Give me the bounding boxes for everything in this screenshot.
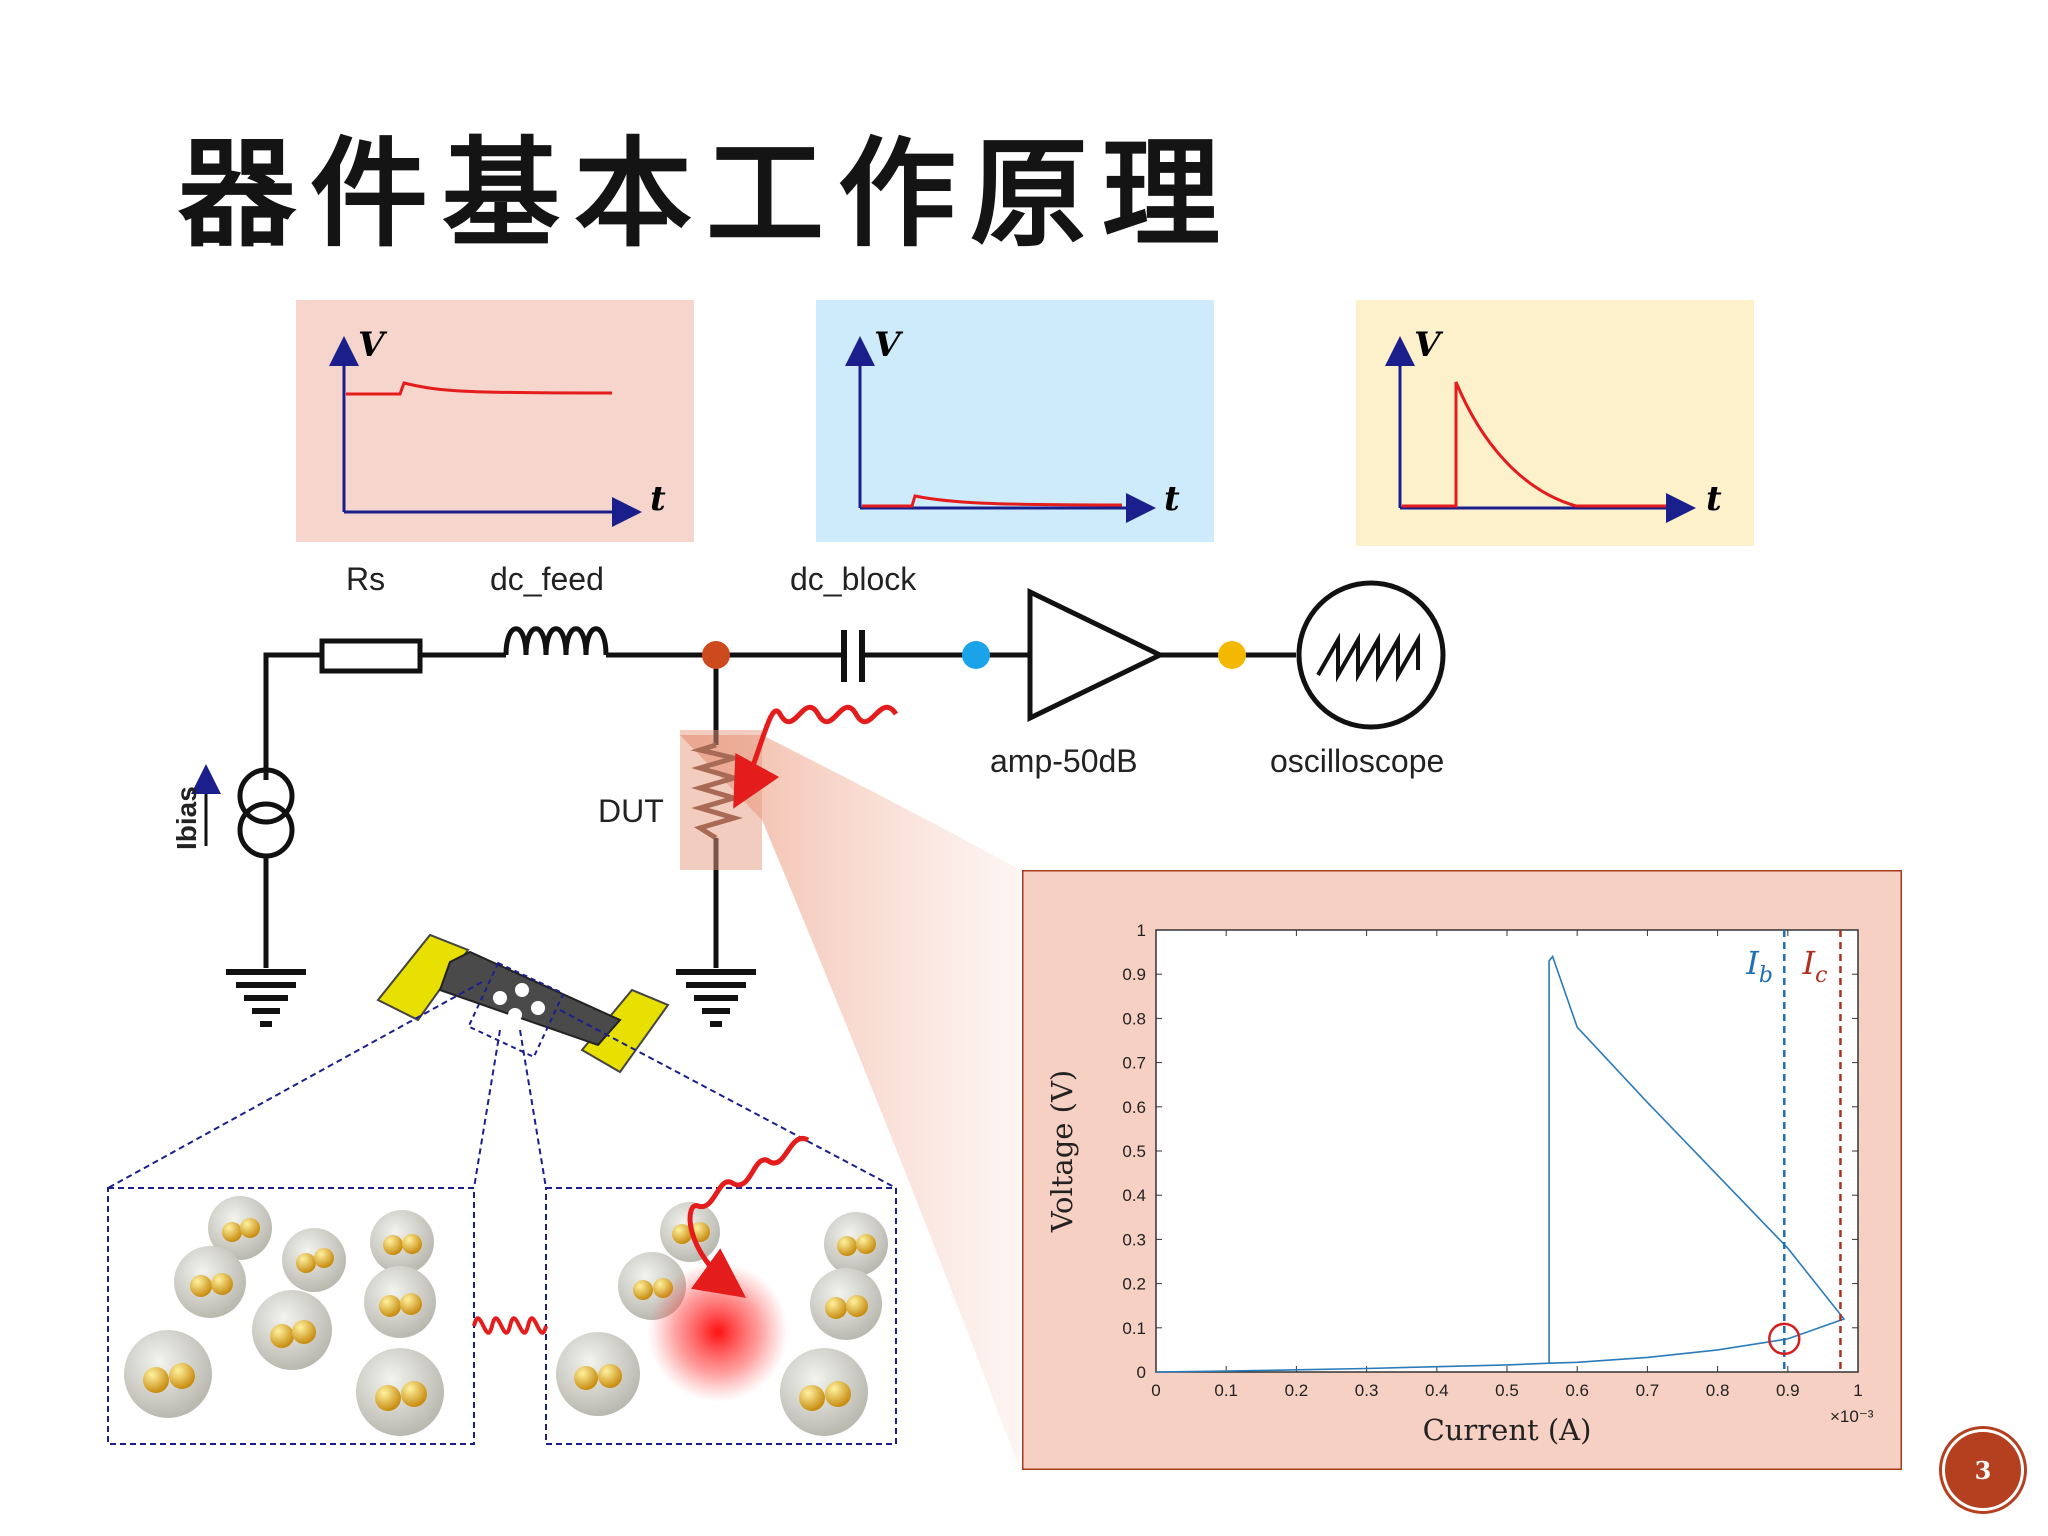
waveform-3-trace bbox=[1402, 381, 1666, 508]
capacitor-dc-block bbox=[841, 630, 865, 682]
waveform-panel-1: V t bbox=[296, 300, 694, 542]
ground-right bbox=[676, 969, 756, 1027]
zoom-cone bbox=[680, 735, 1020, 1470]
iv-curve bbox=[1155, 954, 1846, 1373]
waveform-1-trace bbox=[346, 381, 613, 396]
circuit bbox=[191, 580, 1446, 1027]
v-axis-label-2: V bbox=[874, 325, 904, 365]
ibias-label: Ibias bbox=[171, 786, 202, 850]
x-tick-label: 0.5 bbox=[1495, 1381, 1519, 1400]
y-tick-label: 0.9 bbox=[1122, 965, 1146, 984]
amp-label: amp-50dB bbox=[990, 743, 1138, 779]
dc-feed-label: dc_feed bbox=[490, 561, 604, 597]
molecules-right bbox=[556, 1202, 888, 1436]
y-tick-label: 0.1 bbox=[1122, 1319, 1146, 1338]
waveform-2-trace bbox=[862, 494, 1123, 508]
y-tick-label: 0.8 bbox=[1122, 1009, 1146, 1028]
x-tick-label: 0 bbox=[1151, 1381, 1160, 1400]
y-tick-label: 0.5 bbox=[1122, 1142, 1146, 1161]
hotspot bbox=[648, 1262, 788, 1402]
waveform-panel-1-bg bbox=[296, 300, 694, 542]
rs-label: Rs bbox=[346, 561, 385, 597]
t-axis-label-3: t bbox=[1706, 479, 1722, 519]
amplifier bbox=[1027, 588, 1166, 722]
x-tick-label: 0.9 bbox=[1776, 1381, 1800, 1400]
dut-label: DUT bbox=[598, 793, 664, 829]
x-tick-label: 0.2 bbox=[1285, 1381, 1309, 1400]
iv-chart: 0 0.1 0.2 0.3 0.4 0.5 0.6 0.7 0.8 0.9 1 0 0.1 0.2 0.3… bbox=[1022, 870, 1902, 1470]
waveform-panel-2: V t bbox=[816, 300, 1214, 542]
y-tick-label: 0.2 bbox=[1122, 1275, 1146, 1294]
y-tick-label: 1 bbox=[1137, 921, 1146, 940]
page-number-badge: 3 bbox=[1942, 1429, 2024, 1511]
molecules-left bbox=[124, 1196, 444, 1436]
zoom-lines bbox=[107, 981, 897, 1445]
inductor-dc-feed bbox=[503, 626, 609, 656]
y-tick-label: 0.4 bbox=[1122, 1186, 1146, 1205]
plot-area bbox=[1155, 929, 1859, 1373]
resistor-rs bbox=[319, 638, 423, 674]
y-tick-label: 0.7 bbox=[1122, 1054, 1146, 1073]
slide-title: 器件基本工作原理 bbox=[178, 125, 1235, 263]
x-tick-label: 0.3 bbox=[1355, 1381, 1379, 1400]
x-tick-label: 1 bbox=[1853, 1381, 1862, 1400]
x-axis-title: Current (A) bbox=[1423, 1413, 1592, 1447]
dut-highlight bbox=[680, 730, 762, 870]
amp-output-node bbox=[1218, 641, 1246, 669]
operating-point-circle bbox=[1768, 1322, 1801, 1356]
x-multiplier: ×10⁻³ bbox=[1830, 1407, 1874, 1426]
x-tick-label: 0.4 bbox=[1425, 1381, 1449, 1400]
x-tick-label: 0.8 bbox=[1706, 1381, 1730, 1400]
x-tick-label: 0.7 bbox=[1636, 1381, 1660, 1400]
wave-connector bbox=[472, 1316, 548, 1335]
device-chip bbox=[376, 933, 670, 1074]
amp-input-node bbox=[962, 641, 990, 669]
dc-block-label: dc_block bbox=[790, 561, 917, 597]
zoom-box-left bbox=[107, 1187, 475, 1445]
x-tick-label: 0.1 bbox=[1214, 1381, 1238, 1400]
oscilloscope-label: oscilloscope bbox=[1270, 743, 1444, 779]
y-axis-title: Voltage (V) bbox=[1045, 1070, 1079, 1233]
photon-arrow-molecule bbox=[687, 1135, 810, 1298]
x-tick-label: 0.6 bbox=[1565, 1381, 1589, 1400]
waveform-panel-3: V t bbox=[1356, 300, 1754, 546]
t-axis-label-1: t bbox=[650, 479, 666, 519]
photon-arrow-dut bbox=[733, 704, 899, 809]
v-axis-label-1: V bbox=[358, 325, 388, 365]
y-tick-label: 0 bbox=[1137, 1363, 1146, 1382]
t-axis-label-2: t bbox=[1164, 479, 1180, 519]
dut-node bbox=[702, 641, 730, 669]
y-tick-label: 0.3 bbox=[1122, 1230, 1146, 1249]
v-axis-label-3: V bbox=[1414, 325, 1444, 365]
ground-left bbox=[226, 969, 306, 1027]
y-tick-label: 0.6 bbox=[1122, 1098, 1146, 1117]
